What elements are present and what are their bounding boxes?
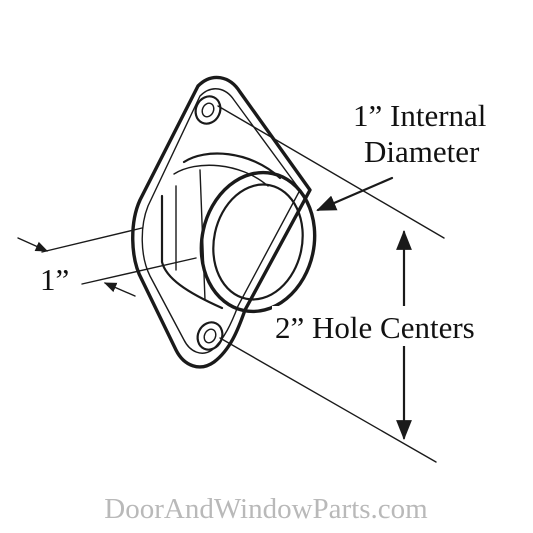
lower-screw-hole <box>196 321 224 351</box>
tube-body <box>160 152 282 310</box>
watermark: DoorAndWindowParts.com <box>104 493 428 525</box>
hole-centers-label: 2” Hole Centers <box>275 310 475 345</box>
internal-diameter-label-line1: 1” Internal <box>353 98 486 133</box>
internal-diameter-arrow <box>316 176 394 212</box>
tube-opening <box>199 170 317 314</box>
depth-arrows <box>17 237 136 297</box>
internal-diameter-label-line2: Diameter <box>364 134 480 169</box>
upper-screw-hole <box>194 95 222 125</box>
hole-center-extension-lines <box>217 105 445 463</box>
hole-centers-label-backdrop <box>272 306 530 346</box>
depth-extension-lines <box>41 227 197 285</box>
flange-depth-label: 1” <box>40 262 69 297</box>
